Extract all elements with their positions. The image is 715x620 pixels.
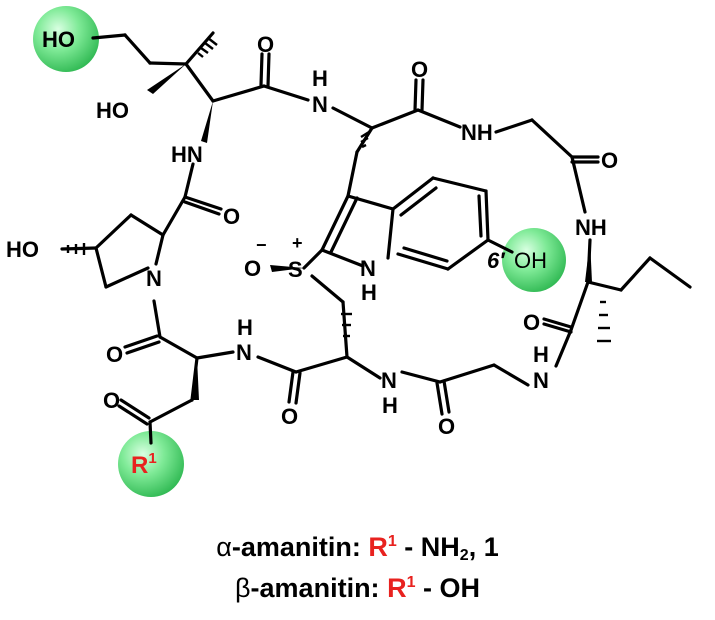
nh-cys-n: N xyxy=(381,368,397,393)
o-ile: O xyxy=(523,310,540,335)
ho-secondary-label: HO xyxy=(96,98,129,123)
highlight-oh-indole xyxy=(502,228,566,292)
nh-asp-n: N xyxy=(236,340,252,365)
nh-hydroxyproline-adjacent: HN xyxy=(171,142,203,167)
nh-cys-h: H xyxy=(382,393,398,418)
r1-label: R1 xyxy=(131,450,157,479)
nh-top-h: H xyxy=(312,66,328,91)
n-proline: N xyxy=(146,266,162,291)
o-asp-side: O xyxy=(103,388,120,413)
stereo-wedges xyxy=(147,64,592,400)
n-indole-h: H xyxy=(361,280,377,305)
nh-ile: NH xyxy=(575,215,607,240)
bonds xyxy=(60,31,692,445)
nh-asp-h: H xyxy=(237,315,253,340)
s-sulfoxide: S xyxy=(288,257,303,282)
highlight-ho-top xyxy=(33,6,99,72)
o-cys: O xyxy=(281,404,298,429)
nh-top-n: N xyxy=(312,92,328,117)
ho-proline-label: HO xyxy=(6,237,39,262)
nh-gly-right-n: N xyxy=(533,368,549,393)
o-asp-amide: O xyxy=(106,342,123,367)
label-6-prime: 6′ xyxy=(487,248,506,273)
legend-beta-amanitin: β-amanitin: R1 - OH xyxy=(235,573,480,603)
ho-top-label: HO xyxy=(42,27,75,52)
stereo-hashes xyxy=(66,37,611,343)
nh-gly-right-h: H xyxy=(533,342,549,367)
o-sulfoxide: O xyxy=(244,256,261,281)
minus-charge: − xyxy=(256,235,267,255)
oh-indole-label: OH xyxy=(514,248,547,273)
highlight-r1 xyxy=(118,431,184,497)
o-proline-carbonyl: O xyxy=(223,204,240,229)
o-top: O xyxy=(257,32,274,57)
plus-charge: + xyxy=(292,233,303,253)
o-gly-bottom: O xyxy=(438,414,455,439)
n-indole: N xyxy=(360,256,376,281)
o-gly-right: O xyxy=(601,148,618,173)
nh-gly-top: NH xyxy=(461,120,493,145)
legend-alpha-amanitin: α-amanitin: R1 - NH2, 1 xyxy=(216,532,499,564)
o-carbonyl-1: O xyxy=(411,57,428,82)
atom-labels: HO HO HO OH 6′ R1 O O O O O O O O O N H … xyxy=(6,27,618,479)
